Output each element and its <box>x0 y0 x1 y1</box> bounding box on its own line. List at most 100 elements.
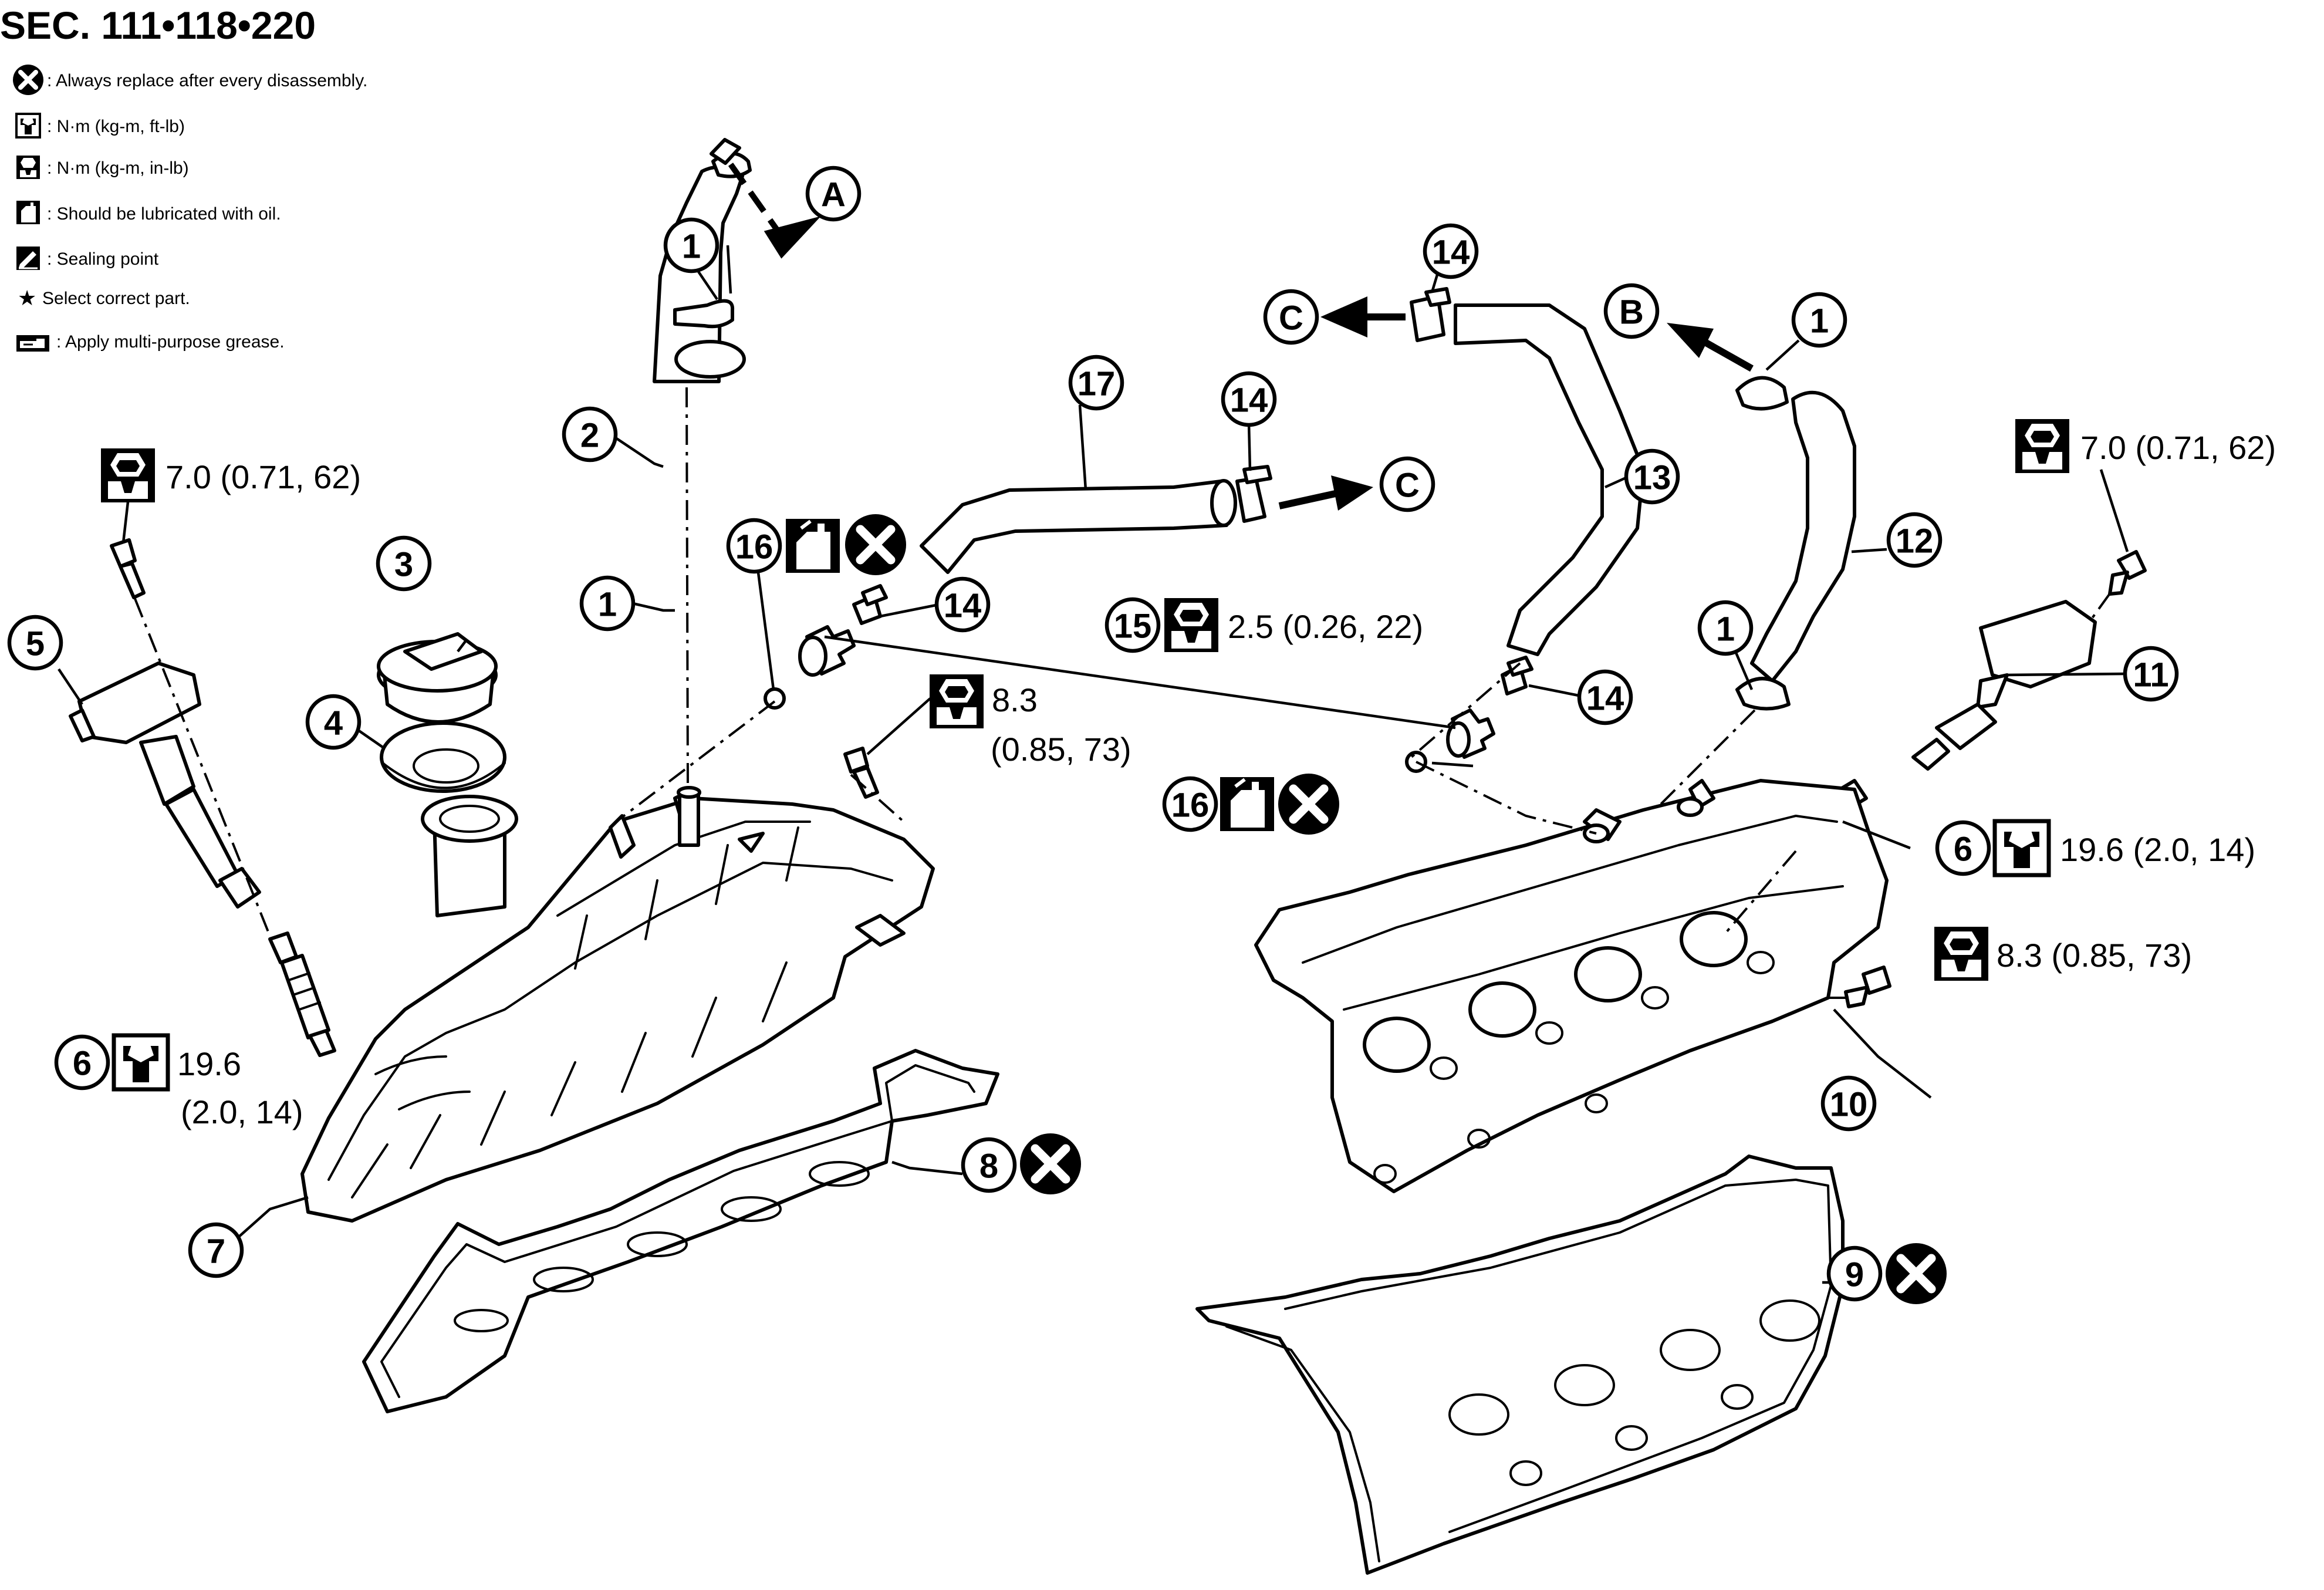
svg-text:1: 1 <box>598 586 617 624</box>
svg-text:14: 14 <box>1230 382 1268 420</box>
svg-text:14: 14 <box>944 587 982 625</box>
callout-7: 7 <box>188 1222 244 1278</box>
callout-9: 9 <box>1826 1245 1883 1302</box>
svg-text:11: 11 <box>2133 656 2168 694</box>
callout-1-left-lower: 1 <box>579 575 636 632</box>
coil-bolt-left <box>110 538 146 599</box>
oil-filler-neck <box>421 795 518 917</box>
svg-text:5: 5 <box>26 625 45 663</box>
spec-spark-plug-left: 19.6 <box>177 1045 241 1082</box>
svg-text:: Sealing point: : Sealing point <box>47 249 159 269</box>
callout-12: 12 <box>1886 512 1943 568</box>
svg-text:13: 13 <box>1633 459 1671 497</box>
svg-text:A: A <box>821 176 846 214</box>
cover-bolt-right <box>1844 966 1891 1008</box>
svg-text:17: 17 <box>1077 365 1116 403</box>
spec-coil-bolt-left: 7.0 (0.71, 62) <box>165 458 361 495</box>
clamp-icon <box>673 299 735 329</box>
clamp-icon <box>1735 376 1789 411</box>
spark-plug-left <box>268 931 336 1057</box>
ref-b: B <box>1603 283 1660 339</box>
oil-filler-cap <box>377 632 498 724</box>
pcv-hose-left <box>653 165 746 383</box>
callout-14-right: 14 <box>1577 669 1633 725</box>
rocker-cover-gasket-right <box>1195 1154 1845 1575</box>
clamp-icon <box>1735 677 1791 711</box>
callout-4: 4 <box>305 694 362 750</box>
torque-ftlb-icon <box>114 1035 168 1089</box>
svg-text:C: C <box>1395 467 1420 505</box>
torque-inlb-icon <box>1164 598 1218 652</box>
callout-16-left: 16 <box>726 518 782 574</box>
replace-icon <box>1886 1243 1947 1304</box>
spec-cover-bolt-right: 8.3 (0.85, 73) <box>1997 937 2192 974</box>
rocker-cover-right <box>1254 779 1889 1193</box>
svg-text:15: 15 <box>1114 607 1152 646</box>
torque-inlb-icon <box>1934 927 1988 981</box>
svg-text:6: 6 <box>1954 831 1972 869</box>
ref-c-top: C <box>1263 289 1319 345</box>
svg-text:14: 14 <box>1432 234 1470 272</box>
svg-text:Select correct part.: Select correct part. <box>42 289 190 308</box>
svg-text:12: 12 <box>1896 522 1934 561</box>
ref-c-right: C <box>1379 456 1435 512</box>
callout-5: 5 <box>7 615 63 671</box>
ignition-coil-right <box>1911 600 2097 771</box>
blow-by-hose-center <box>920 479 1237 574</box>
svg-text:7: 7 <box>207 1233 225 1271</box>
svg-text:3: 3 <box>394 546 413 584</box>
torque-inlb-icon <box>101 448 155 502</box>
callout-17: 17 <box>1068 355 1124 411</box>
svg-text:10: 10 <box>1830 1086 1868 1124</box>
clamp-icon <box>1235 465 1272 523</box>
torque-inlb-icon <box>16 156 40 179</box>
clamp-icon <box>1410 287 1451 342</box>
svg-text:C: C <box>1279 299 1303 337</box>
spec-coil-bolt-right: 7.0 (0.71, 62) <box>2080 429 2276 466</box>
svg-text:14: 14 <box>1586 680 1624 718</box>
callout-15: 15 <box>1104 597 1161 653</box>
svg-text:16: 16 <box>1171 786 1210 825</box>
assembly-lines <box>134 387 2112 999</box>
svg-text:16: 16 <box>735 528 773 566</box>
oil-can-icon <box>1220 777 1274 831</box>
rocker-cover-gasket-left <box>362 1049 999 1413</box>
callout-14-center: 14 <box>934 576 991 633</box>
legend-item-torque-inlb: : N·m (kg-m, in-lb) <box>16 156 189 179</box>
legend: : Always replace after every disassembly… <box>13 65 367 353</box>
callout-8: 8 <box>961 1137 1017 1193</box>
clamp-icon <box>710 138 752 178</box>
svg-text:: Apply multi-purpose grease.: : Apply multi-purpose grease. <box>56 332 285 352</box>
svg-text:4: 4 <box>324 704 343 742</box>
callout-10: 10 <box>1820 1075 1877 1132</box>
torque-ftlb-icon <box>1995 821 2049 875</box>
spec-pcv-valve: 2.5 (0.26, 22) <box>1228 608 1423 645</box>
legend-item-select-part: ★ Select correct part. <box>18 286 190 310</box>
spec-cover-bolt-left-2: (0.85, 73) <box>991 731 1131 768</box>
svg-text:9: 9 <box>1845 1256 1864 1294</box>
legend-item-grease: : Apply multi-purpose grease. <box>15 332 285 353</box>
replace-icon <box>1020 1133 1081 1194</box>
coil-bolt-right <box>2108 550 2147 596</box>
svg-text:: Should be lubricated with oi: : Should be lubricated with oil. <box>47 204 281 224</box>
callout-1-top-right: 1 <box>1791 292 1847 348</box>
ref-a: A <box>805 166 862 222</box>
callout-2: 2 <box>562 406 618 463</box>
pcv-pipe-left <box>677 786 701 847</box>
pcv-hose-13 <box>1454 303 1645 656</box>
svg-text:: N·m (kg-m, in-lb): : N·m (kg-m, in-lb) <box>47 158 189 178</box>
callout-11: 11 <box>2123 646 2179 702</box>
svg-text:6: 6 <box>73 1045 92 1083</box>
torque-inlb-icon <box>2015 419 2069 473</box>
grease-icon <box>15 334 50 353</box>
oil-can-icon <box>786 519 840 573</box>
replace-icon <box>13 65 43 95</box>
leader-lines <box>58 245 2129 1284</box>
callout-6-right: 6 <box>1935 820 1991 876</box>
torque-ftlb-icon <box>15 113 41 139</box>
star-icon: ★ <box>18 286 36 310</box>
svg-text:1: 1 <box>1810 302 1829 340</box>
pcv-hose-12 <box>1750 390 1856 683</box>
torque-inlb-icon <box>930 674 984 728</box>
